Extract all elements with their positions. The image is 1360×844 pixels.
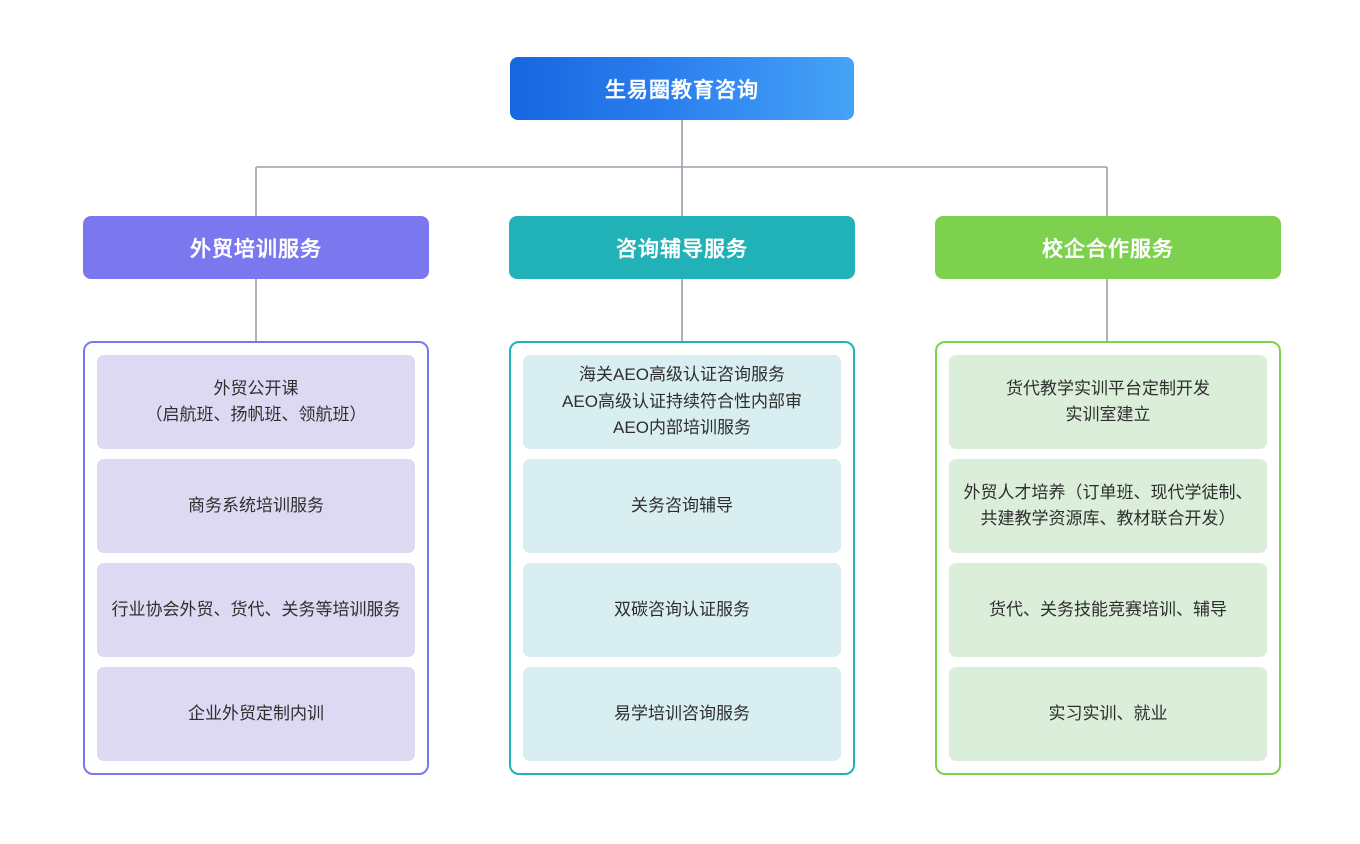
service-item[interactable]: 关务咨询辅导 bbox=[523, 459, 841, 553]
branch-body-consulting: 海关AEO高级认证咨询服务 AEO高级认证持续符合性内部审 AEO内部培训服务 … bbox=[509, 341, 855, 775]
branch-header-consulting[interactable]: 咨询辅导服务 bbox=[509, 216, 855, 279]
service-item[interactable]: 货代、关务技能竞赛培训、辅导 bbox=[949, 563, 1267, 657]
branch-body-school-enterprise: 货代教学实训平台定制开发 实训室建立 外贸人才培养（订单班、现代学徒制、共建教学… bbox=[935, 341, 1281, 775]
service-item[interactable]: 企业外贸定制内训 bbox=[97, 667, 415, 761]
service-item[interactable]: 外贸公开课 （启航班、扬帆班、领航班） bbox=[97, 355, 415, 449]
service-item[interactable]: 双碳咨询认证服务 bbox=[523, 563, 841, 657]
branch-body-training: 外贸公开课 （启航班、扬帆班、领航班） 商务系统培训服务 行业协会外贸、货代、关… bbox=[83, 341, 429, 775]
service-item[interactable]: 实习实训、就业 bbox=[949, 667, 1267, 761]
service-item[interactable]: 海关AEO高级认证咨询服务 AEO高级认证持续符合性内部审 AEO内部培训服务 bbox=[523, 355, 841, 449]
service-item[interactable]: 易学培训咨询服务 bbox=[523, 667, 841, 761]
service-item[interactable]: 行业协会外贸、货代、关务等培训服务 bbox=[97, 563, 415, 657]
root-node[interactable]: 生易圈教育咨询 bbox=[510, 57, 854, 120]
branch-header-training[interactable]: 外贸培训服务 bbox=[83, 216, 429, 279]
branch-header-school-enterprise[interactable]: 校企合作服务 bbox=[935, 216, 1281, 279]
branch-column-training: 外贸培训服务 外贸公开课 （启航班、扬帆班、领航班） 商务系统培训服务 行业协会… bbox=[83, 216, 429, 775]
branch-column-school-enterprise: 校企合作服务 货代教学实训平台定制开发 实训室建立 外贸人才培养（订单班、现代学… bbox=[935, 216, 1281, 775]
branch-column-consulting: 咨询辅导服务 海关AEO高级认证咨询服务 AEO高级认证持续符合性内部审 AEO… bbox=[509, 216, 855, 775]
service-item[interactable]: 货代教学实训平台定制开发 实训室建立 bbox=[949, 355, 1267, 449]
service-item[interactable]: 外贸人才培养（订单班、现代学徒制、共建教学资源库、教材联合开发） bbox=[949, 459, 1267, 553]
service-item[interactable]: 商务系统培训服务 bbox=[97, 459, 415, 553]
